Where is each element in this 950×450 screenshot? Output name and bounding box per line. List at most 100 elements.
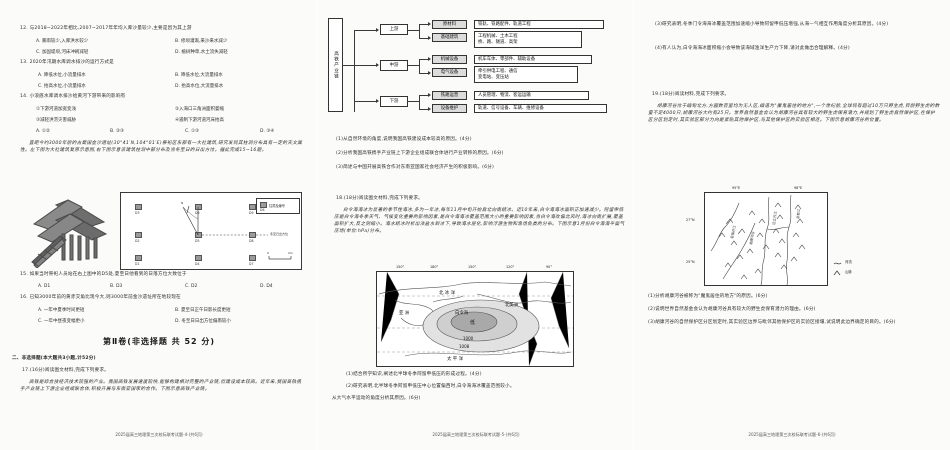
exam-page-1: 12. 与2018~2022年相比,2007~2017年年均入库沙量较少,主要是…: [0, 0, 318, 450]
connector-midstream-b: [419, 73, 429, 74]
post-hole-D5: [195, 232, 202, 238]
question-15-option-b: B. D3: [110, 284, 123, 289]
map-lon-label-3: 150°: [468, 265, 477, 269]
solstice-sunrise-annotation: 冬至日出方位: [270, 232, 289, 236]
detail-equipment-maintenance: 轨道、信号设备、车辆、维修设备: [474, 104, 607, 113]
post-hole-D8: [249, 232, 256, 238]
svg-text:白令海: 白令海: [455, 309, 469, 316]
connector-downstream-out: [408, 101, 419, 102]
question-14-item-2: ②入海口三角洲面积萎缩: [175, 107, 225, 112]
node-infrastructure: 基础建筑: [432, 33, 467, 42]
legend-mountain-label: 山脉: [845, 270, 852, 274]
post-hole-label-D5: D5: [195, 239, 200, 243]
arrow-electrical: [428, 71, 431, 75]
legend-text: 柱洞及编号: [269, 204, 285, 208]
page-divider-1: [317, 0, 318, 450]
question-12-option-b: B. 修坝灌溉,来沙来水减少: [175, 39, 228, 44]
diagram-root-label: 高铁产业链: [333, 51, 339, 79]
connector-to-downstream: [354, 101, 377, 102]
page-divider-2: [633, 0, 634, 450]
page-2-footer: 2025届高三地理第三次校际联考试题-5-(共6页): [432, 432, 520, 437]
question-15-option-a: A. D1: [38, 284, 51, 289]
tier-downstream-node: 下游: [380, 96, 408, 107]
question-12-option-a: A. 暴雨较少,入库洪水较少: [36, 39, 89, 44]
arrow-mechanical: [428, 57, 431, 61]
svg-text:恩梅开江: 恩梅开江: [729, 224, 737, 239]
question-14-item-1: ①下游河道加宽变浅: [36, 107, 77, 112]
arrow-raw-materials: [428, 22, 431, 26]
question-14-option-c: C. ①③: [185, 129, 200, 134]
hukang-valley-map: 恩梅开江 胡康河谷 迈立开江 亲敦江: [704, 192, 828, 286]
passage-jinsha-site: 直距今约3000年前的古蜀国金沙遗址(30°41′N,104°01′E)祭祀区东…: [20, 141, 303, 153]
section-2-heading: 二、非选择题(本大题共3小题,计52分): [12, 356, 96, 361]
post-hole-label-D2: D2: [135, 239, 140, 243]
question-18-heading: 18.(18分)阅读图文材料,完成下列要求。: [336, 196, 423, 201]
connector-upstream-split: [419, 24, 420, 38]
connector-midstream-split: [419, 59, 420, 73]
connector-downstream-split: [419, 95, 420, 109]
post-hole-label-D9: D9: [249, 211, 254, 215]
question-14-item-4: ④遏制下游河道河床抬高: [175, 118, 225, 123]
map-lon-label-1: 150°: [396, 265, 405, 269]
post-hole-D7: [249, 255, 256, 261]
legend-river-label: 河流: [845, 260, 852, 264]
mountain-symbol: [833, 270, 841, 276]
bering-sea-pressure-map: 低 1000 1008 北 冰 洋 白令海 北美洲 亚 洲 太 平 洋: [376, 271, 574, 367]
svg-text:1000: 1000: [463, 336, 474, 341]
question-19-sub-1: (1)分析胡康河谷被称为"魔鬼居住的地方"的原因。(6分): [648, 294, 768, 299]
question-16-option-d: D. 冬至日日出方位偏南较小: [175, 319, 231, 324]
map-lon-label-4: 120°: [506, 265, 515, 269]
question-13-stem: 13. 2020年汛期水库调水排沙的运行方式是: [20, 60, 114, 65]
north-arrow-label: N: [181, 201, 184, 205]
svg-text:1008: 1008: [459, 344, 470, 349]
node-railway-operation: 铁路运营: [432, 91, 467, 100]
connector-upstream-a: [419, 24, 429, 25]
connector-midstream-out: [408, 65, 419, 66]
connector-to-midstream: [354, 65, 377, 66]
wooden-pavilion-illustration: [22, 196, 114, 268]
node-electrical-equipment: 电气设备: [432, 68, 467, 77]
solstice-direction-lines: [182, 205, 292, 260]
connector-downstream-a: [419, 95, 429, 96]
post-hole-label-D4: D4: [195, 262, 200, 266]
map-lon-label-5: 90°: [546, 265, 553, 269]
question-18-body: 白令海海冰为显著的季节性海冰,多为一年冰,每年11月中旬开始自北向南结冰。近10…: [334, 208, 625, 234]
connector-upstream-b: [419, 38, 429, 39]
question-19-sub-2: (2)说明世界自然基金会认为胡康河谷具有较大的野生虎保育潜力的理由。(6分): [648, 307, 816, 312]
detail-infrastructure: 工程机械、土木工程 桥、路、隧道、高架: [474, 31, 582, 48]
high-speed-rail-industry-chain-diagram: 高铁产业链 上游 原材料 铁轨、铁路配件、轨道工程 基础建筑 工程机械、土木工程…: [324, 12, 630, 120]
node-mechanical-equipment: 机械设备: [432, 55, 467, 64]
diagram-root-node: 高铁产业链: [328, 18, 343, 112]
question-18-sub-3: (3)研究表明,冬季门令海海冰覆盖范围加速缩小导致阿留申低压增强,从海—气相互作…: [655, 22, 889, 27]
connector-downstream-b: [419, 109, 429, 110]
post-hole-D9: [249, 204, 256, 210]
detail-raw-materials: 铁轨、铁路配件、轨道工程: [474, 20, 604, 29]
map-lat-label-25n: 25°N: [686, 260, 695, 264]
svg-text:亚 洲: 亚 洲: [399, 310, 410, 316]
detail-mechanical-equipment: 机车车体、零部件、辅助设备: [474, 55, 592, 64]
section-2-title: 第Ⅱ卷(非选择题 共 52 分): [102, 337, 216, 346]
post-hole-D2: [135, 232, 142, 238]
question-18-sub-4: (4)有人认为,白令海海冰面积缩小会导致该海域渔洋生产力下降,请对此做出合理解释…: [655, 46, 850, 51]
svg-text:迈立开江: 迈立开江: [771, 210, 778, 225]
connector-midstream-a: [419, 59, 429, 60]
post-hole-label-D6: D6: [195, 211, 200, 215]
question-13-option-c: C. 抬高水位,小流量排水: [38, 84, 86, 89]
arrow-midstream: [376, 63, 379, 67]
svg-text:亲敦江: 亲敦江: [795, 208, 801, 219]
legend-symbol-label: D6: [260, 208, 265, 212]
page-3-footer: 2025届高三地理第三次校际联考试题-6-(共6页): [748, 432, 836, 437]
map-lon-label-95e: 95°E: [732, 186, 741, 190]
question-17-sub-2: (2)分析我国高铁携手产业链上下游企业组成联合体进行产业转移的原因。(6分): [336, 151, 504, 156]
question-12-option-d: D. 植树种草,水土流失减轻: [175, 50, 228, 55]
post-hole-D1: [135, 255, 142, 261]
question-17-heading: 17.(16分)阅读图文材料,完成下列要求。: [22, 368, 109, 373]
map-lon-label-98e: 98°E: [794, 186, 803, 190]
post-hole-plan-figure: D3 D6 D9 D2 D5 D8 D1 D4 D7 N 冬至日出方位 0: [120, 192, 302, 270]
detail-railway-operation: 人员管理、物流、客运运输: [474, 91, 589, 100]
svg-text:太 平 洋: 太 平 洋: [447, 355, 464, 362]
question-13-option-a: A. 降低水位,小流量排水: [38, 73, 86, 78]
figure-legend: D6 柱洞及编号: [256, 198, 300, 214]
question-13-option-b: B. 降低水位,大流量排水: [175, 73, 223, 78]
question-14-stem: 14. 小浪底水库调水排沙给黄河下游带来的影响有: [20, 94, 126, 99]
